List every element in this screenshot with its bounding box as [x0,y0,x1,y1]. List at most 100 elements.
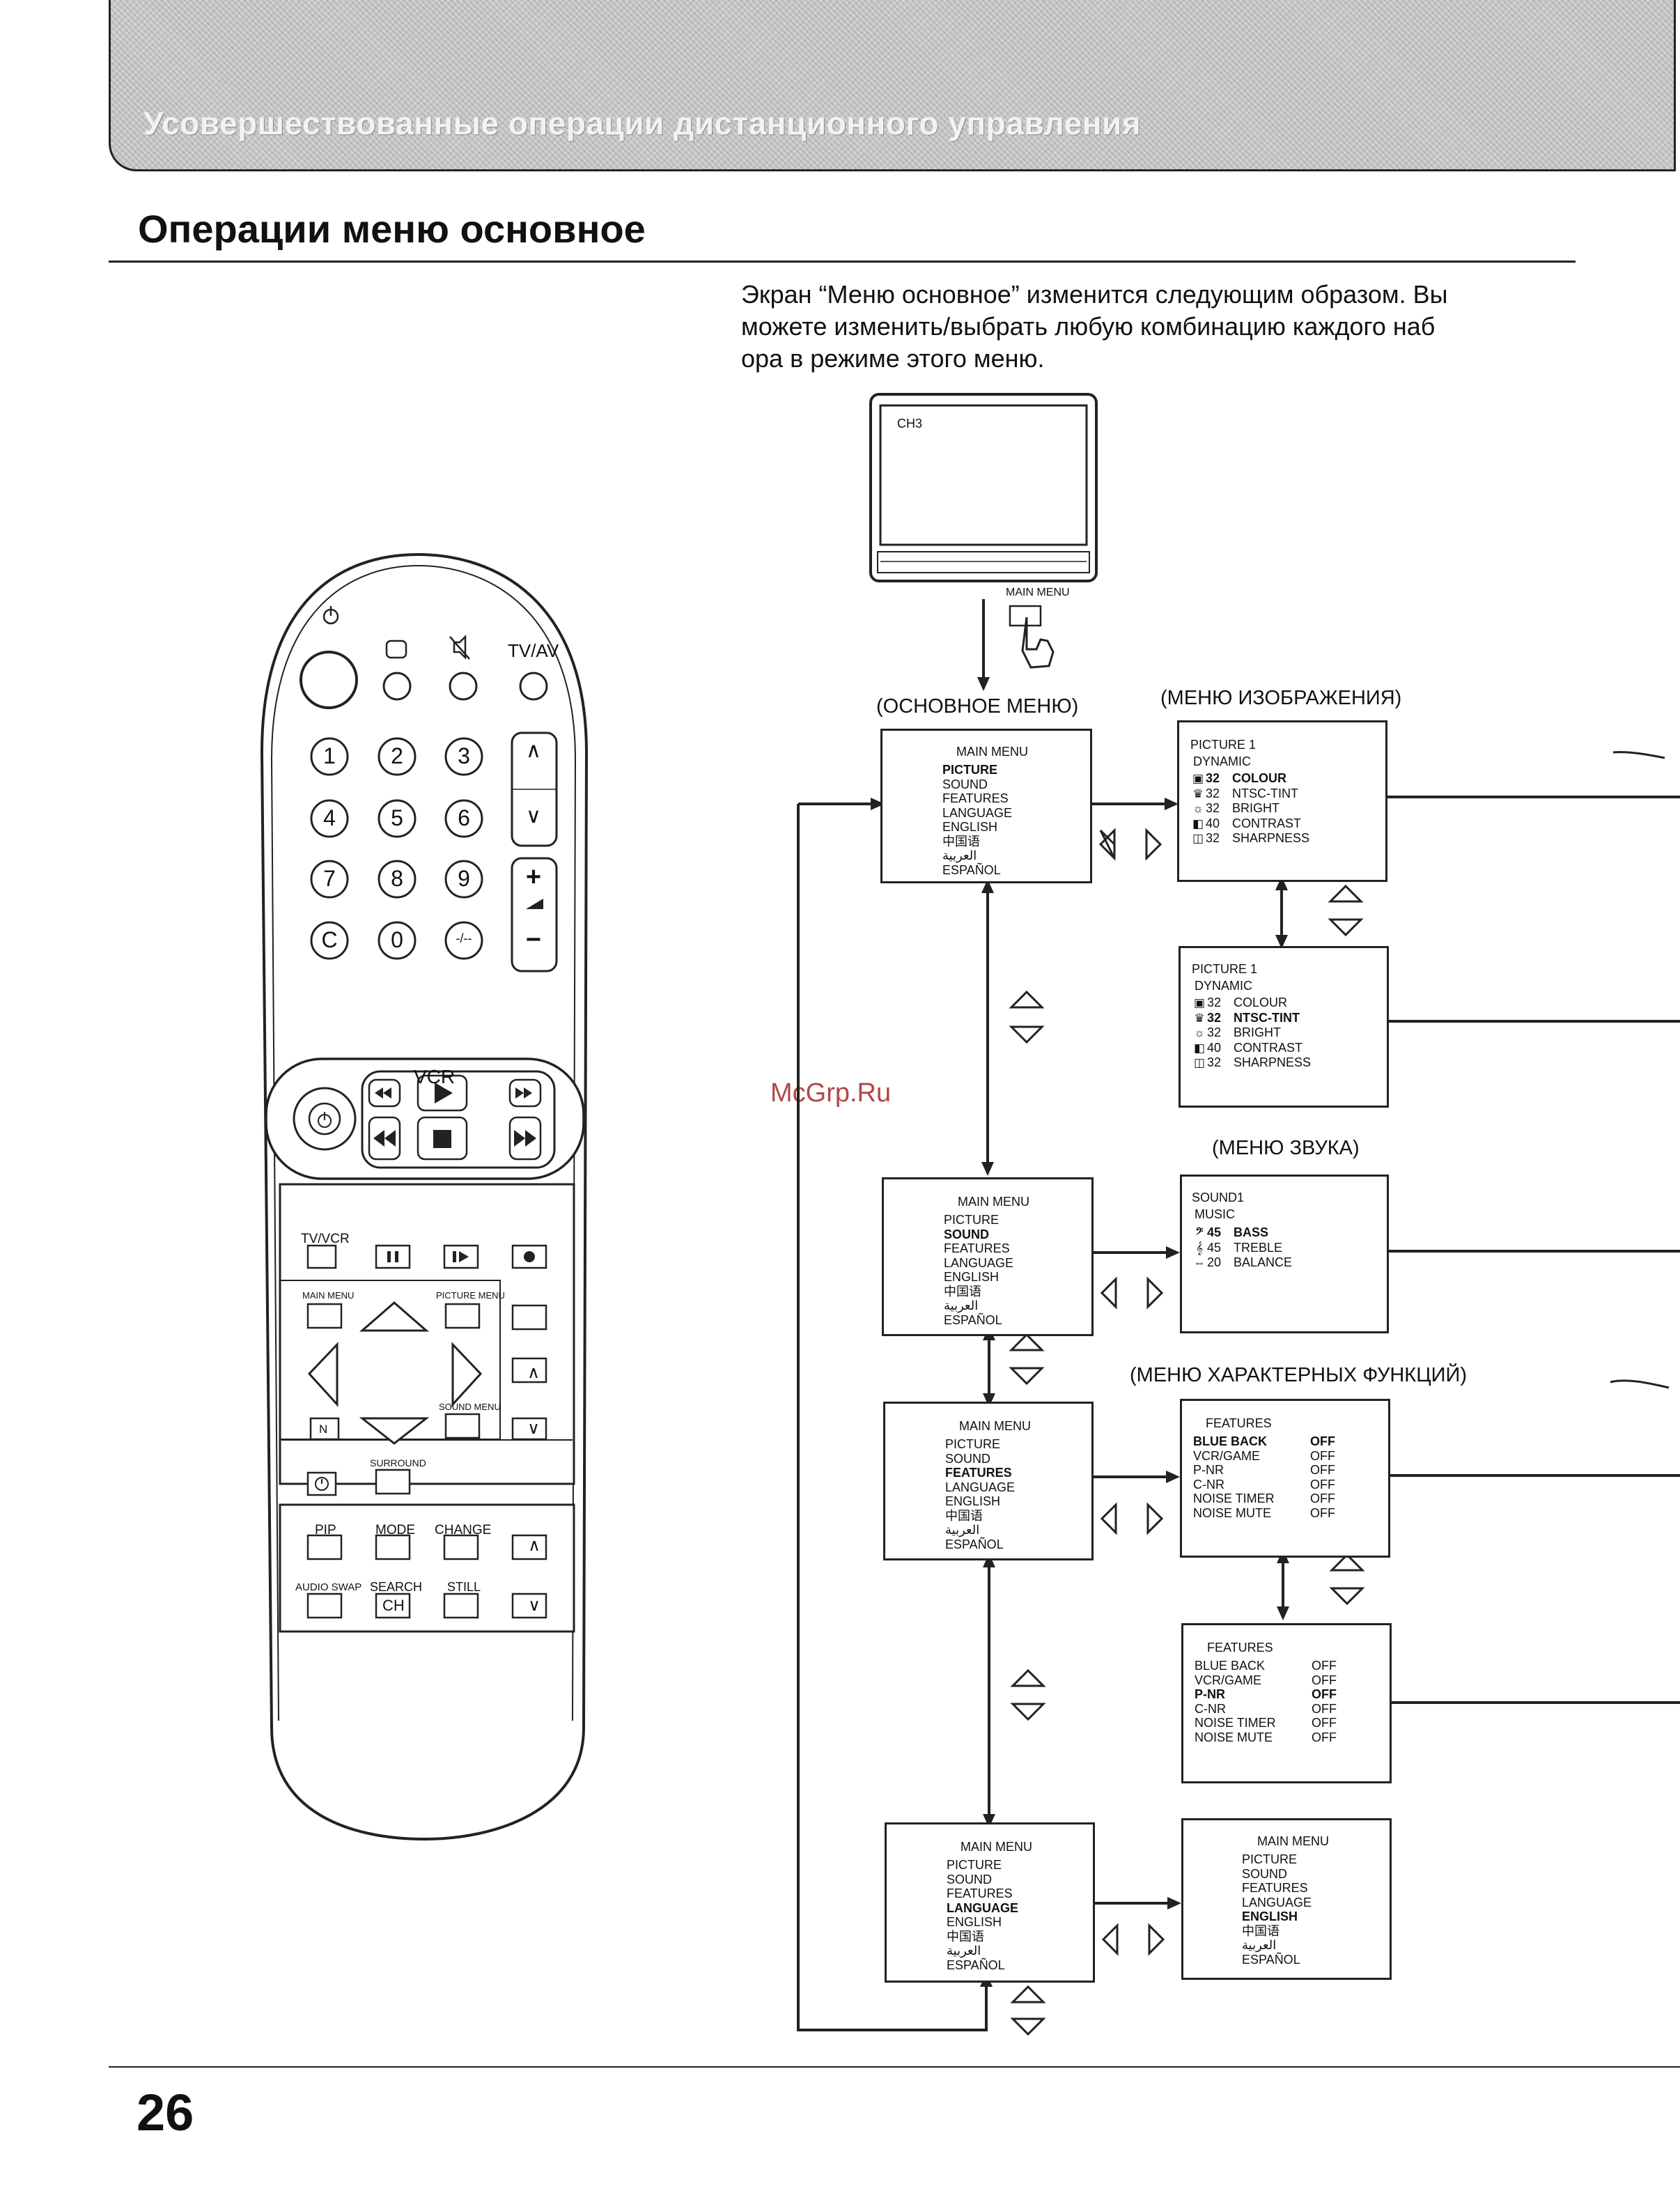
picture-menu-label: PICTURE MENU [436,1290,505,1301]
pip-ch-down-button[interactable] [511,1593,547,1619]
picture-row-value: 32 [1206,786,1220,800]
picture-row-value: 32 [1207,1025,1222,1039]
sound-row-value: 45 [1207,1240,1222,1255]
tint-icon: ♛ [1194,1011,1205,1025]
main-menu-item: ESPAÑOL [947,1958,1005,1972]
features-row-value: OFF [1310,1448,1335,1463]
picture-row-value: 40 [1206,816,1220,830]
bright-icon: ☼ [1192,802,1204,815]
main-menu-button[interactable] [306,1303,343,1329]
tvav-button[interactable] [519,672,548,701]
main-menu-item: ESPAÑOL [944,1312,1002,1327]
header-banner [109,0,1676,171]
sound-row-label: BALANCE [1234,1255,1293,1269]
left-arrow-button[interactable] [307,1342,339,1407]
right-arrow-button[interactable] [451,1342,483,1407]
intro-line: ора в режиме этого меню. [741,344,1045,373]
picture-row-value: 32 [1206,771,1220,785]
features-row-value: OFF [1310,1434,1335,1448]
surround-label: SURROUND [370,1457,426,1469]
main-menu-item: ESPAÑOL [1242,1952,1300,1967]
colour-icon: ▣ [1192,772,1204,785]
vcr-label: VCR [414,1066,456,1087]
features-row-value: OFF [1310,1491,1335,1505]
ch-up-icon: ∧ [526,739,541,762]
footer-divider [109,2066,1680,2068]
ch-down-icon: ∨ [526,805,541,828]
main-menu-items: PICTURE SOUND FEATURES LANGUAGE ENGLISH … [1242,1852,1312,1967]
volume-rocker[interactable] [511,857,558,972]
vcr-power-icon [318,1112,332,1128]
picture-row-label: BRIGHT [1232,801,1280,815]
main-menu-items: PICTURE SOUND FEATURES LANGUAGE ENGLISH … [942,763,1012,877]
up-arrow-button[interactable] [359,1301,430,1332]
pause-button[interactable] [375,1244,411,1269]
features-menu-title: FEATURES [1207,1641,1273,1655]
features-row-label: P-NR [1195,1687,1225,1701]
digit-6: 6 [458,805,470,830]
features-row-value: OFF [1312,1730,1337,1744]
remote-control-illustration [260,552,589,1841]
tv-icon [869,393,1098,582]
power-button[interactable] [300,651,358,709]
sharpness-icon: ◫ [1193,1056,1206,1069]
main-menu-item: 中国语 [947,1929,984,1944]
tint-icon: ♛ [1192,786,1204,800]
tvvcr-button[interactable] [306,1244,337,1269]
surround-button[interactable] [375,1469,411,1495]
sound-row-label: BASS [1234,1225,1269,1239]
bright-icon: ☼ [1194,1026,1205,1039]
main-menu-item: FEATURES [945,1466,1012,1480]
intro-text: Экран “Меню основное” изменится следующи… [741,279,1570,375]
features-row-label: NOISE MUTE [1195,1730,1273,1744]
down-arrow-button[interactable] [359,1417,430,1445]
digit-dash: -/-- [456,931,472,945]
sound-menu-button[interactable] [444,1413,481,1439]
features-row-label: P-NR [1193,1463,1224,1477]
still-button[interactable] [443,1593,479,1619]
features-row-value: OFF [1312,1716,1337,1730]
still-label: STILL [447,1580,481,1594]
main-menu-label: MAIN MENU [302,1290,355,1301]
picture-menu-mode: DYNAMIC [1193,754,1252,768]
pip-up-button[interactable] [511,1357,547,1384]
main-menu-screen-features: MAIN MENU PICTURE SOUND FEATURES LANGUAG… [883,1402,1094,1560]
contrast-icon: ◧ [1192,816,1204,830]
mute-button[interactable] [449,672,478,701]
sound-row-value: 20 [1207,1255,1222,1269]
display-button[interactable] [382,672,412,701]
main-menu-title: MAIN MENU [1257,1834,1329,1848]
main-menu-item: ESPAÑOL [942,862,1001,877]
pip-down-icon: ∨ [528,1596,540,1615]
main-menu-item: العربية [1242,1938,1277,1952]
audio-swap-button[interactable] [306,1593,343,1619]
digit-0: 0 [391,927,403,952]
change-button[interactable] [443,1534,479,1560]
digit-5: 5 [391,805,403,830]
sound-row-label: TREBLE [1234,1240,1283,1255]
n-button[interactable] [309,1417,340,1441]
sound-row-value: 45 [1207,1225,1222,1239]
features-row-value: OFF [1310,1463,1335,1477]
features-row-label: C-NR [1193,1477,1224,1491]
pip-ch-up-button[interactable] [511,1534,547,1560]
pip-down-button[interactable] [511,1417,547,1441]
picture-menu-button[interactable] [444,1303,481,1329]
change-label: CHANGE [435,1523,492,1537]
main-menu-item: SOUND [944,1227,990,1241]
picture-row-label: NTSC-TINT [1232,786,1298,800]
features-menu-title: FEATURES [1206,1416,1272,1430]
aux-button[interactable] [511,1304,547,1331]
picture-row-label: SHARPNESS [1232,831,1310,845]
search-button[interactable] [375,1593,411,1619]
pip-button[interactable] [306,1534,343,1560]
features-row: P-NR OFF [1193,1463,1335,1478]
search-label: SEARCH [370,1580,423,1594]
mode-button[interactable] [375,1534,411,1560]
main-menu-item: FEATURES [1242,1881,1308,1895]
banner-title: Усовершествованные операции дистанционно… [143,105,1142,141]
tv-main-menu-label: MAIN MENU [1006,587,1070,598]
